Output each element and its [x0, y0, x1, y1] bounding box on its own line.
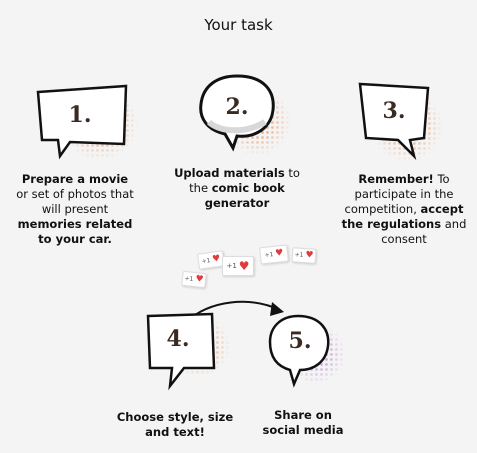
step-text-run: To participate in the competition,: [344, 172, 454, 216]
heart-icon: ♥: [211, 253, 222, 265]
step-3-bubble: 3.: [352, 76, 443, 162]
step-3-text: Remember! To participate in the competit…: [340, 172, 468, 247]
speech-bubble-icon: [268, 314, 346, 388]
step-text-run: Upload materials: [174, 166, 285, 180]
step-3-number: 3.: [382, 98, 406, 124]
speech-bubble-icon: [199, 74, 291, 156]
step-1-bubble: 1.: [30, 78, 140, 161]
like-badge: +1♥: [259, 244, 289, 265]
heart-icon: ♥: [305, 250, 314, 261]
step-1-text: Prepare a movie or set of photos that wi…: [15, 172, 135, 247]
step-text-run: comic book generator: [204, 181, 285, 210]
step-text-run: Choose style, size and text!: [116, 410, 234, 439]
step-4-text: Choose style, size and text!: [110, 410, 240, 440]
like-notifications: +1♥ +1♥ +1♥ +1♥ +1♥: [180, 240, 330, 290]
step-text-run: and consent: [381, 217, 467, 246]
like-badge: +1♥: [197, 250, 225, 270]
like-badge: +1♥: [222, 256, 254, 276]
step-text-run: Share on social media: [262, 408, 344, 437]
speech-bubble-icon: [358, 82, 443, 162]
heart-icon: ♥: [274, 248, 284, 259]
step-text-run: accept the regulations: [341, 202, 464, 231]
like-badge: +1♥: [291, 247, 317, 264]
step-1-number: 1.: [68, 102, 92, 128]
step-5-number: 5.: [288, 328, 312, 354]
page-title: Your task: [204, 16, 273, 34]
step-5-text: Share on social media: [258, 408, 348, 438]
speech-bubble-icon: [36, 84, 138, 161]
step-text-run: memories related to your car.: [17, 217, 133, 246]
speech-bubble-icon: [146, 312, 230, 391]
step-2-bubble: 2.: [195, 70, 291, 156]
step-text-run: Prepare a movie: [21, 172, 129, 186]
heart-icon: ♥: [238, 259, 250, 273]
step-text-run: or set of photos that will present: [16, 187, 134, 216]
heart-icon: ♥: [194, 274, 204, 285]
step-2-number: 2.: [225, 94, 249, 120]
step-2-text: Upload materials to the comic book gener…: [172, 166, 302, 211]
step-4-bubble: 4.: [140, 310, 230, 391]
step-4-number: 4.: [166, 326, 190, 352]
step-5-bubble: 5.: [264, 312, 346, 392]
like-badge: +1♥: [181, 270, 207, 289]
step-text-run: to the: [189, 166, 300, 195]
step-text-run: Remember!: [358, 172, 434, 186]
